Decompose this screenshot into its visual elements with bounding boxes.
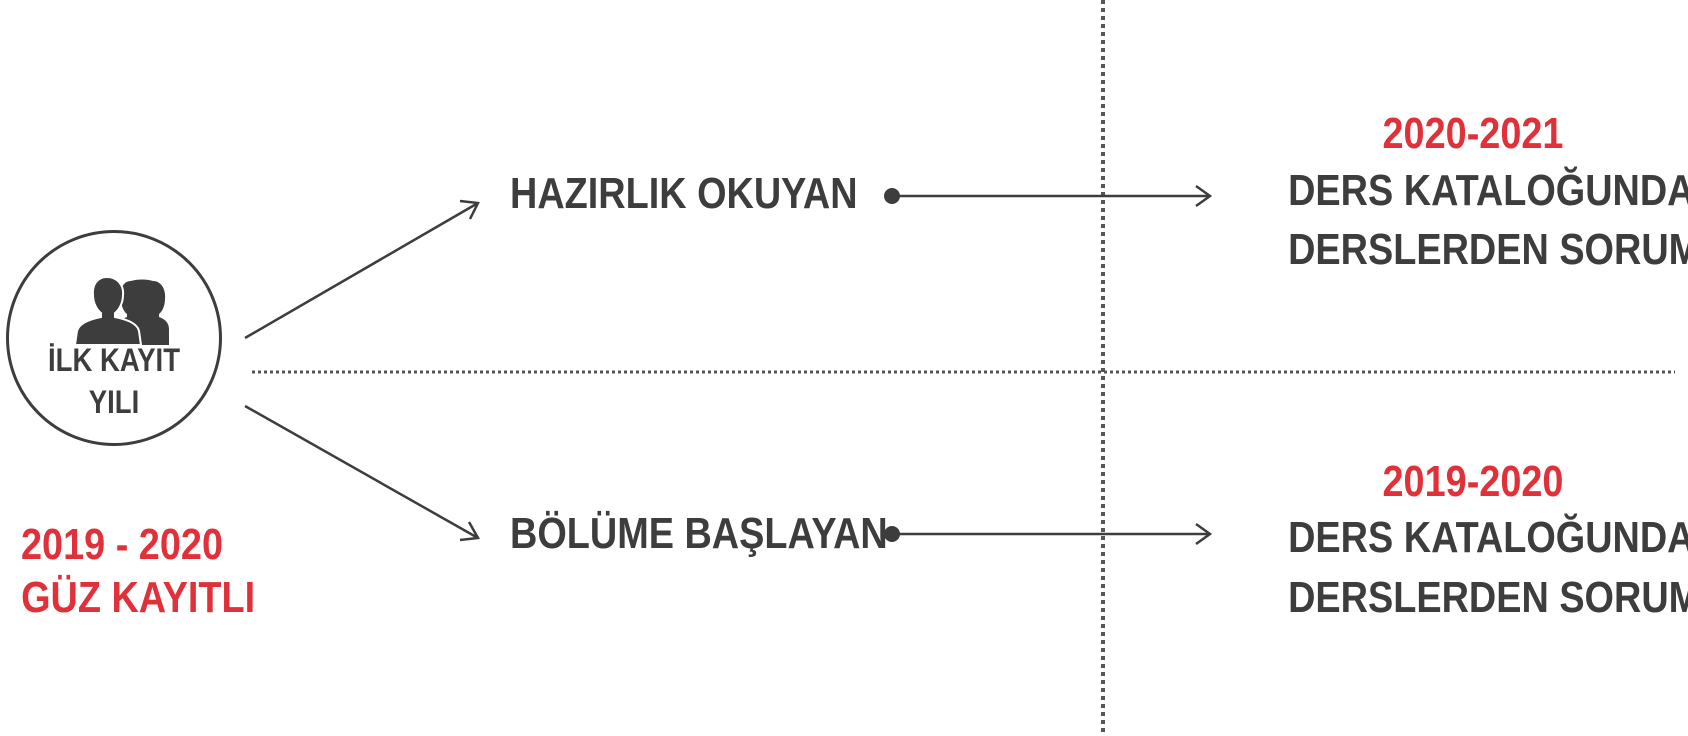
lower-branch-line — [244, 404, 479, 540]
upper-branch-line — [244, 201, 479, 340]
term-label-line1: 2019 - 2020 — [21, 520, 223, 569]
term-label-line2: GÜZ KAYITLI — [21, 573, 256, 622]
result-2-line1: DERS KATALOĞUNDAKİ — [1288, 513, 1688, 562]
circle-label-line2: YILI — [88, 384, 140, 420]
result-year-1: 2020-2021 — [1382, 109, 1564, 158]
users-icon — [73, 275, 169, 345]
lower-branch-arrowhead — [459, 521, 481, 542]
upper-branch-arrowhead — [459, 199, 480, 220]
result-1-line2: DERSLERDEN SORUMLU — [1288, 225, 1688, 274]
result-2-line2: DERSLERDEN SORUMLU — [1288, 573, 1688, 622]
result-year-2: 2019-2020 — [1382, 457, 1564, 506]
branch-label-prep: HAZIRLIK OKUYAN — [510, 169, 858, 218]
lower-arrow-head — [1195, 522, 1213, 546]
branch-label-department: BÖLÜME BAŞLAYAN — [510, 509, 888, 558]
result-1-line1: DERS KATALOĞUNDAKİ — [1288, 166, 1688, 215]
circle-label-line1: İLK KAYIT — [47, 342, 181, 378]
upper-arrow-head — [1195, 184, 1213, 208]
first-enrollment-circle: İLK KAYIT YILI — [6, 230, 222, 446]
